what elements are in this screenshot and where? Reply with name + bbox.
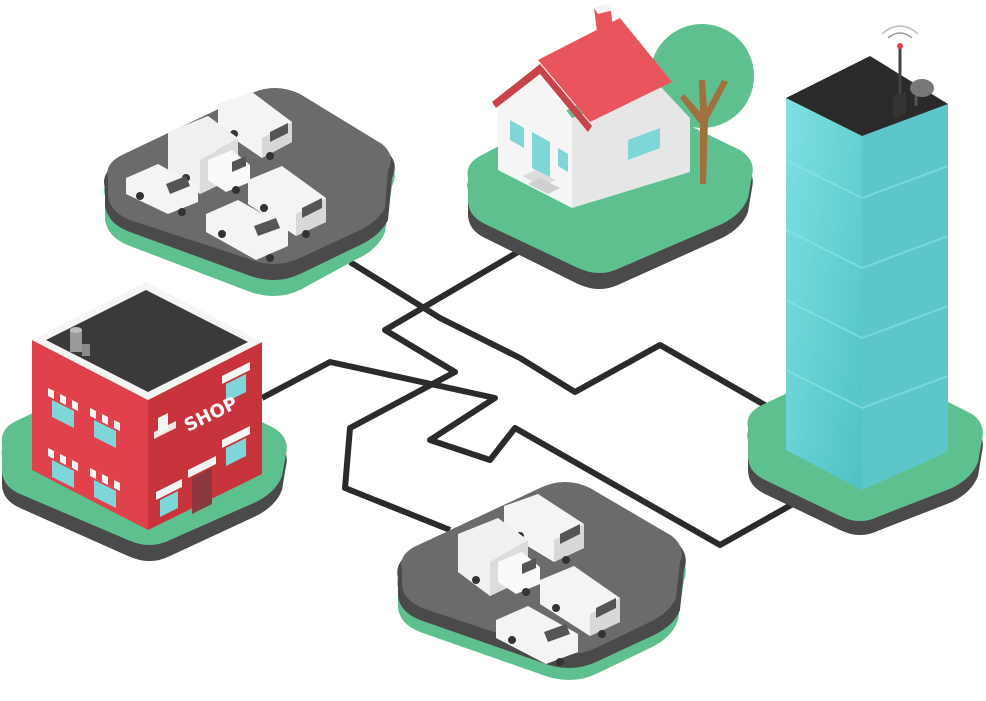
connection-lines — [260, 242, 802, 548]
shop-windows-side — [156, 362, 250, 517]
tower-front — [786, 98, 862, 490]
connection-shop-to-tower — [260, 359, 802, 548]
tower-side — [862, 104, 948, 490]
shop-roof — [46, 290, 248, 392]
connection-parking-top-to-tower — [348, 259, 772, 411]
house-window — [558, 148, 568, 172]
shop: SHOP — [1, 282, 287, 561]
vehicle-pickup — [206, 200, 288, 262]
tower-roof — [786, 56, 948, 136]
parking-lot-bottom — [397, 482, 686, 680]
satellite-dish-icon — [910, 79, 934, 106]
antenna-icon — [881, 25, 919, 118]
vehicle-truck — [458, 518, 540, 596]
vehicle-pickup — [496, 606, 578, 666]
house-window — [628, 128, 660, 160]
tree-trunk — [680, 80, 728, 184]
shop-windows-front — [48, 388, 120, 508]
tree-canopy — [650, 24, 754, 128]
house-roof — [538, 18, 672, 122]
vehicle-van — [248, 166, 326, 238]
roof-vent-icon — [70, 327, 90, 356]
house — [467, 4, 754, 289]
house-window — [510, 120, 524, 148]
vehicle-van — [540, 566, 620, 638]
parking-lot-top — [104, 88, 395, 296]
vehicle-pickup — [126, 164, 198, 216]
office-tower — [747, 25, 983, 535]
house-door — [532, 132, 550, 178]
shop-door — [192, 468, 212, 514]
connection-house-to-parking-bottom — [342, 242, 532, 533]
vehicle-truck — [168, 116, 250, 194]
